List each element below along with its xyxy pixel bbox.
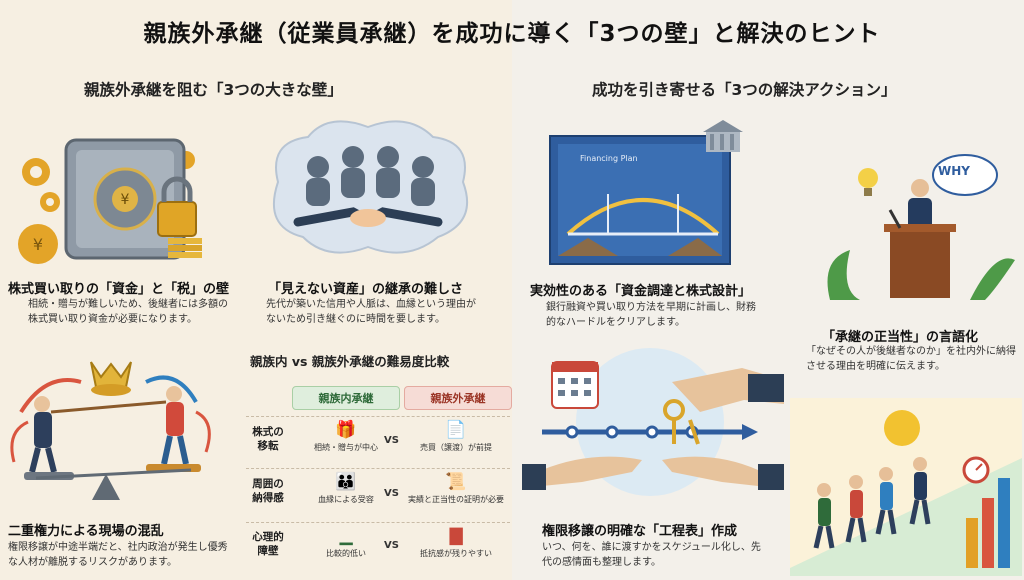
wall2-title: 「見えない資産」の継承の難しさ (268, 282, 464, 297)
wall3-body: 権限移譲が中途半端だと、社内政治が発生し優秀な人材が離脱するリスクがあります。 (8, 542, 228, 568)
table-divider (246, 416, 510, 417)
key-handover-icon (522, 348, 784, 496)
wall2-body: 先代が築いた信用や人脈は、血縁という理由がないため引き継ぐのに時間を要します。 (266, 299, 476, 325)
money-document-icon: 📄 (445, 420, 467, 440)
table-cell-in: ▁ 比較的低い (294, 524, 398, 572)
cell-text: 血縁による受容 (318, 495, 374, 504)
svg-text:¥: ¥ (33, 235, 43, 254)
cell-text: 実績と正当性の証明が必要 (408, 495, 504, 504)
gift-icon: 🎁 (335, 420, 357, 440)
vs-label: VS (384, 540, 399, 551)
action2-body: 「なぜその人が後継者なのか」を社内外に納得させる理由を明確に伝えます。 (806, 346, 1016, 372)
cell-text: 比較的低い (326, 549, 366, 558)
cell-text: 売買（譲渡）が前提 (420, 443, 492, 452)
right-heading: 成功を引き寄せる「3つの解決アクション」 (592, 81, 897, 99)
comparison-title: 親族内 vs 親族外承継の難易度比較 (250, 354, 450, 369)
comparison-col-in: 親族内承継 (292, 386, 400, 410)
table-cell-in: 🎁 相続・贈与が中心 (294, 418, 398, 466)
table-cell-in: 👪 血縁による受容 (294, 470, 398, 518)
left-heading: 親族外承継を阻む「3つの大きな壁」 (84, 81, 343, 99)
vs-label: VS (384, 488, 399, 499)
bridge-plan-icon (549, 120, 743, 265)
certificate-icon: 📜 (445, 472, 467, 492)
comparison-row-label: 心理的障壁 (252, 531, 284, 557)
comparison-col-out: 親族外承継 (404, 386, 512, 410)
financing-plan-label: Financing Plan (580, 154, 638, 163)
safe-icon: ¥ ¥ (18, 138, 202, 264)
vs-label: VS (384, 435, 399, 446)
cell-text: 相続・贈与が中心 (314, 443, 378, 452)
high-barrier-icon: ▇ (449, 526, 463, 546)
podium-icon (827, 154, 1015, 300)
page-title: 親族外承継（従業員承継）を成功に導く「3つの壁」と解決のヒント (143, 21, 881, 47)
handshake-icon (273, 120, 468, 254)
comparison-row-label: 株式の移転 (252, 426, 284, 452)
action3-body: いつ、何を、誰に渡すかをスケジュール化し、先代の感情面も整理します。 (542, 542, 761, 568)
table-cell-out: 📄 売買（譲渡）が前提 (404, 418, 508, 466)
table-cell-out: 📜 実績と正当性の証明が必要 (404, 470, 508, 518)
tug-of-war-icon (10, 361, 211, 500)
wall3-title: 二重権力による現場の混乱 (8, 524, 164, 539)
action1-title: 実効性のある「資金調達と株式設計」 (530, 284, 752, 299)
low-barrier-icon: ▁ (339, 526, 353, 546)
table-divider (246, 468, 510, 469)
team-climbing-icon (790, 398, 1022, 576)
why-bubble: WHY (938, 164, 970, 178)
cell-text: 抵抗感が残りやすい (420, 549, 492, 558)
svg-text:¥: ¥ (121, 192, 130, 208)
table-cell-out: ▇ 抵抗感が残りやすい (404, 524, 508, 572)
table-divider (246, 522, 510, 523)
action1-body: 銀行融資や買い取り方法を早期に計画し、財務的なハードルをクリアします。 (546, 302, 756, 328)
action3-title: 権限移譲の明確な「工程表」作成 (542, 524, 738, 539)
wall1-body: 相続・贈与が難しいため、後継者には多額の株式買い取り資金が必要になります。 (28, 299, 228, 325)
left-panel (0, 0, 512, 580)
comparison-row-label: 周囲の納得感 (252, 478, 284, 504)
family-tree-icon: 👪 (335, 472, 357, 492)
action2-title: 「承継の正当性」の言語化 (822, 330, 979, 345)
wall1-title: 株式買い取りの「資金」と「税」の壁 (8, 282, 230, 297)
